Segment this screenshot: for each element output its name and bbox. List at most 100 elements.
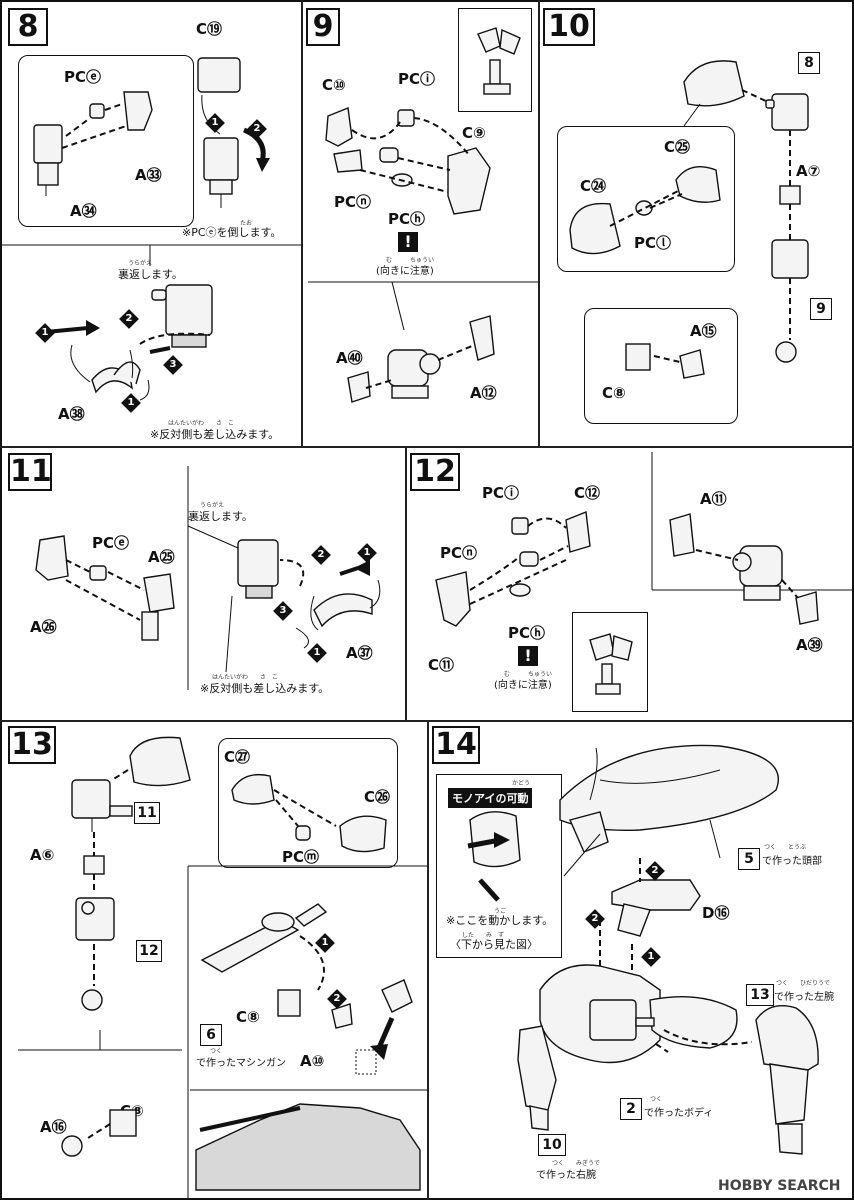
step-number-14: 14 xyxy=(432,726,480,764)
step-number-11: 11 xyxy=(8,453,52,491)
monoeye-view-caption: 〈下から見た図〉 xyxy=(450,938,538,951)
note-furigana: した み ず xyxy=(462,932,505,939)
note-furigana: む ちゅうい xyxy=(386,257,435,264)
label-pcn: PCⓝ xyxy=(334,193,372,211)
ref-note-body: で作ったボディ xyxy=(644,1108,714,1119)
note-furigana: かどう xyxy=(512,780,531,787)
note-furigana: つく みぎうで xyxy=(552,1160,601,1167)
ref-note-head: で作った頭部 xyxy=(762,856,822,867)
monoeye-inset xyxy=(436,774,562,958)
label-a34: A㉞ xyxy=(70,202,97,220)
label-a39: A㊴ xyxy=(796,636,823,654)
divider-col-8-9 xyxy=(301,0,303,446)
label-pci: PCⓘ xyxy=(398,70,436,88)
label-pcl: PCⓛ xyxy=(634,234,672,252)
note-flip: 裏返します。 xyxy=(188,510,253,523)
note-furigana: つく ひだりうで xyxy=(776,980,831,987)
exclamation-warning-icon: ! xyxy=(518,646,538,666)
step8-top-parts xyxy=(0,57,302,401)
monoeye-note: ※ここを動かします。 xyxy=(446,914,554,927)
note-furigana: うらがえ xyxy=(128,260,153,267)
label-c12: C⑫ xyxy=(574,484,601,502)
divider-col-9-10 xyxy=(538,0,540,446)
step-number-10: 10 xyxy=(543,8,595,46)
step-number-13: 13 xyxy=(8,726,56,764)
ref-note-machinegun: で作ったマシンガン xyxy=(196,1058,286,1069)
label-c26: C㉖ xyxy=(364,788,391,806)
label-a37: A㊲ xyxy=(346,644,373,662)
step10-inset-head xyxy=(557,126,735,272)
note-furigana: うらがえ xyxy=(200,502,225,509)
label-c9: C⑨ xyxy=(462,124,486,142)
note-furigana: はんたいがわ さ こ xyxy=(212,674,279,681)
monoeye-title: モノアイの可動 xyxy=(448,788,533,808)
label-a6: A⑥ xyxy=(30,846,55,864)
label-c27: C㉗ xyxy=(224,748,251,766)
note-flip: 裏返します。 xyxy=(118,268,183,281)
label-a7: A⑦ xyxy=(796,162,821,180)
ref-step-6: 6 xyxy=(200,1024,222,1046)
note-furigana: む ちゅうい xyxy=(504,671,553,678)
note-furigana: たお xyxy=(240,220,253,227)
label-pcn: PCⓝ xyxy=(440,544,478,562)
label-c10: C⑩ xyxy=(322,76,346,94)
step12-parts xyxy=(435,452,854,695)
step9-inset-top xyxy=(458,8,532,112)
label-a40: A㊵ xyxy=(336,349,363,367)
label-d16: D⑯ xyxy=(702,904,730,922)
label-pch: PCⓗ xyxy=(388,210,426,228)
hobby-search-watermark: HOBBY SEARCH xyxy=(718,1178,841,1194)
label-pch: PCⓗ xyxy=(508,624,546,642)
label-a16: A⑯ xyxy=(40,1118,67,1136)
ref-step-2: 2 xyxy=(620,1098,642,1120)
step10-inset-arm xyxy=(584,308,738,424)
note-furigana: はんたいがわ さ こ xyxy=(168,420,235,427)
ref-note-right-arm: で作った右腕 xyxy=(536,1170,596,1181)
label-c25: C㉕ xyxy=(664,138,691,156)
divider-col-13-14 xyxy=(427,720,429,1200)
note-furigana: うご xyxy=(494,908,507,915)
step14-arrow-2a: 2 xyxy=(645,861,665,881)
label-pci: PCⓘ xyxy=(482,484,520,502)
label-a10: A⑩ xyxy=(300,1052,325,1070)
label-a26: A㉖ xyxy=(30,618,57,636)
label-pce: PCⓔ xyxy=(64,68,102,86)
note-furigana: つく xyxy=(210,1048,223,1055)
ref-step-8: 8 xyxy=(798,52,820,74)
step8-inset xyxy=(18,55,194,227)
step-number-8: 8 xyxy=(8,8,48,46)
note-pce-tilt: ※PCⓔを倒します。 xyxy=(182,226,282,239)
divider-row1 xyxy=(0,446,854,448)
step11-parts xyxy=(35,466,381,690)
step12-inset-bottom xyxy=(572,612,648,712)
note-furigana: つく xyxy=(650,1096,663,1103)
label-c24: C㉔ xyxy=(580,177,607,195)
note-mind-direction: (向きに注意) xyxy=(376,266,434,277)
step14-arrow-1: 1 xyxy=(641,947,661,967)
note-furigana: つく とうぶ xyxy=(764,844,807,851)
ref-step-5: 5 xyxy=(738,848,760,870)
exclamation-warning-icon: ! xyxy=(398,232,418,252)
ref-step-9: 9 xyxy=(810,298,832,320)
ref-note-left-arm: で作った左腕 xyxy=(774,992,834,1003)
label-a12: A⑫ xyxy=(470,384,497,402)
label-c8: C⑧ xyxy=(602,384,626,402)
label-a15: A⑮ xyxy=(690,322,717,340)
label-a38: A㊳ xyxy=(58,405,85,423)
label-a25: A㉕ xyxy=(148,548,175,566)
label-c19: C⑲ xyxy=(196,20,223,38)
ref-step-13: 13 xyxy=(746,984,774,1006)
label-c8-machinegun: C⑧ xyxy=(236,1008,260,1026)
step-number-9: 9 xyxy=(306,8,340,46)
label-pcm: PCⓜ xyxy=(282,848,320,866)
ref-step-11: 11 xyxy=(134,802,160,824)
note-insert-other-side: ※反対側も差し込みます。 xyxy=(150,428,280,441)
label-pce: PCⓔ xyxy=(92,534,130,552)
ref-step-10: 10 xyxy=(538,1134,566,1156)
label-a11: A⑪ xyxy=(700,490,727,508)
label-c11: C⑪ xyxy=(428,656,455,674)
step14-arrow-2b: 2 xyxy=(585,909,605,929)
step10-parts xyxy=(569,60,809,379)
note-mind-direction: (向きに注意) xyxy=(494,680,552,691)
